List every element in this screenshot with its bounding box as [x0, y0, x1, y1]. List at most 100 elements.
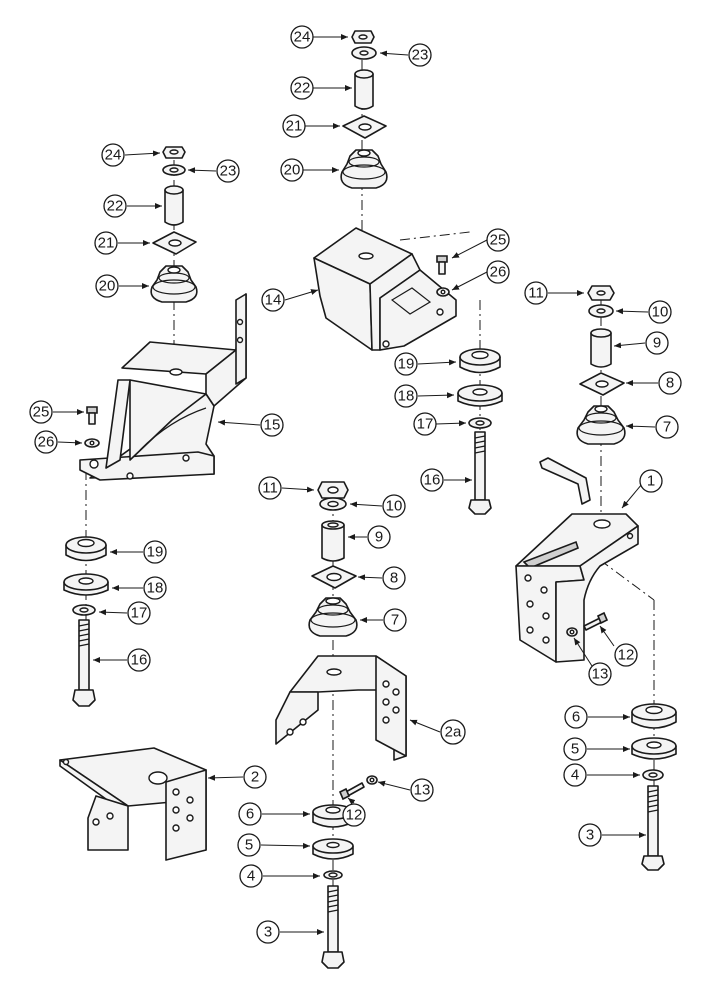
callout-1: 1 [639, 469, 663, 493]
svg-text:10: 10 [652, 304, 669, 321]
callout-4-right: 4 [563, 763, 587, 787]
bolt-16-top [468, 431, 492, 515]
bracket-1 [515, 457, 639, 663]
svg-text:4: 4 [571, 767, 579, 784]
svg-text:22: 22 [294, 80, 311, 97]
disk-5-center [312, 838, 354, 860]
svg-text:19: 19 [398, 356, 415, 373]
nut-11-right [587, 285, 615, 301]
svg-text:8: 8 [666, 375, 674, 392]
callout-3-center: 3 [256, 920, 280, 944]
stack-center-top [313, 30, 503, 515]
callout-13-center: 13 [410, 778, 434, 802]
washer-23-left [162, 164, 186, 176]
svg-text:2: 2 [251, 769, 259, 786]
callout-5-center: 5 [237, 833, 261, 857]
callout-21: 21 [282, 114, 306, 138]
callout-4-center: 4 [239, 864, 263, 888]
callout-23-left: 23 [216, 159, 240, 183]
callout-7-right: 7 [655, 415, 679, 439]
callout-26-left: 26 [34, 430, 58, 454]
bolt-12-center [338, 782, 365, 801]
callout-11-center: 11 [258, 476, 282, 500]
bolt-12-right [583, 611, 609, 631]
callout-23: 23 [408, 43, 432, 67]
callout-7-center: 7 [383, 608, 407, 632]
washer-4-right [642, 769, 664, 781]
svg-text:24: 24 [294, 29, 311, 46]
callout-12-center: 12 [342, 803, 366, 827]
callout-17: 17 [413, 412, 437, 436]
callout-19-left: 19 [143, 540, 167, 564]
svg-text:21: 21 [286, 118, 303, 135]
svg-text:9: 9 [653, 335, 661, 352]
disk-18-top [457, 384, 503, 407]
svg-text:13: 13 [592, 666, 609, 683]
washer-13-center [366, 775, 378, 785]
callout-12-right: 12 [614, 643, 638, 667]
callout-15: 15 [260, 413, 284, 437]
svg-text:3: 3 [586, 827, 594, 844]
stack-center-bottom [275, 481, 407, 969]
bolt-16-left [72, 619, 96, 707]
svg-text:11: 11 [528, 285, 544, 302]
svg-text:26: 26 [38, 434, 55, 451]
svg-text:13: 13 [414, 782, 431, 799]
callout-10-right: 10 [648, 300, 672, 324]
washer-17-left [72, 604, 96, 616]
washer-17-top [468, 417, 492, 429]
svg-text:5: 5 [571, 741, 579, 758]
svg-text:6: 6 [246, 806, 254, 823]
svg-text:18: 18 [398, 388, 415, 405]
svg-text:7: 7 [663, 419, 671, 436]
callout-2a: 2a [440, 719, 466, 745]
bracket-2 [59, 747, 207, 861]
svg-text:22: 22 [107, 198, 124, 215]
sleeve-22-left [164, 185, 184, 226]
callout-6-center: 6 [238, 802, 262, 826]
callout-20-left: 20 [95, 274, 119, 298]
callout-11-right: 11 [524, 281, 548, 305]
callout-14: 14 [261, 288, 285, 312]
callout-22-left: 22 [103, 194, 127, 218]
svg-text:25: 25 [490, 232, 507, 249]
nut-24-top [351, 30, 375, 44]
washer-10-center [319, 497, 347, 511]
callout-5-right: 5 [563, 737, 587, 761]
pad-19-left [65, 536, 107, 562]
svg-text:16: 16 [131, 652, 148, 669]
svg-text:16: 16 [424, 472, 441, 489]
svg-text:8: 8 [390, 570, 398, 587]
disk-5-right [631, 737, 677, 760]
bracket-14 [313, 227, 457, 351]
callout-20: 20 [280, 158, 304, 182]
washer-26-left [84, 438, 100, 448]
pad-6-right [631, 703, 677, 729]
sleeve-9-right [590, 328, 612, 368]
svg-text:15: 15 [264, 417, 281, 434]
nut-11-center [317, 481, 349, 499]
callout-10-center: 10 [382, 494, 406, 518]
callout-8-center: 8 [382, 566, 406, 590]
washer-13-right [566, 627, 578, 637]
svg-text:12: 12 [618, 647, 635, 664]
washer-26-top [436, 287, 450, 297]
callout-25-left: 25 [29, 400, 53, 424]
callout-6-right: 6 [564, 705, 588, 729]
svg-text:1: 1 [647, 473, 655, 490]
callout-9-center: 9 [367, 525, 391, 549]
callout-9-right: 9 [645, 331, 669, 355]
callout-26: 26 [486, 260, 510, 284]
washer-4-center [323, 870, 343, 880]
bracket-2a [275, 655, 407, 761]
svg-text:14: 14 [265, 292, 282, 309]
sleeve-9-center [321, 520, 345, 562]
callout-21-left: 21 [94, 231, 118, 255]
callout-19: 19 [394, 352, 418, 376]
svg-text:20: 20 [99, 278, 116, 295]
callout-16-left: 16 [127, 648, 151, 672]
stack-left [63, 146, 247, 707]
plate-21-top [342, 115, 387, 139]
svg-text:10: 10 [386, 498, 403, 515]
